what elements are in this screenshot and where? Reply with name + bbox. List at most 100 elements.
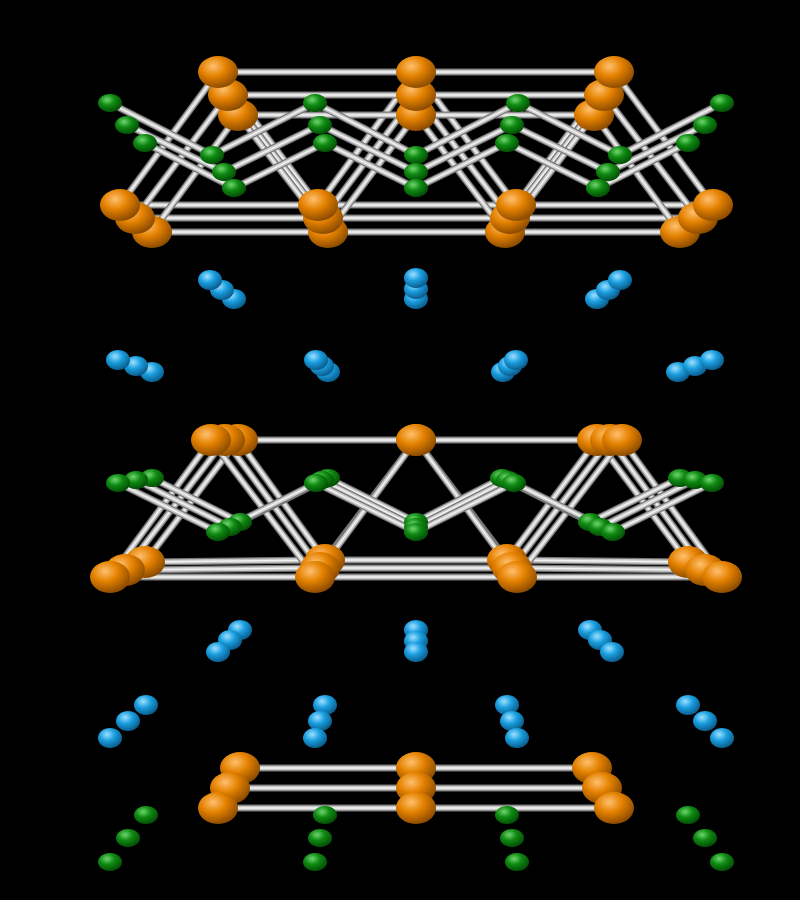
- bond: [117, 482, 219, 533]
- orange-atom: [100, 189, 140, 221]
- bond: [223, 124, 321, 173]
- green-atom: [693, 829, 717, 847]
- green-atom: [505, 853, 529, 871]
- green-atom: [608, 146, 632, 164]
- green-atom: [710, 94, 734, 112]
- bond: [415, 479, 509, 528]
- green-atom: [124, 471, 148, 489]
- bond: [119, 71, 219, 206]
- green-atom: [500, 829, 524, 847]
- blue-atom: [608, 270, 632, 290]
- bond: [603, 94, 699, 219]
- bond: [596, 439, 689, 563]
- bond: [319, 124, 417, 173]
- bond: [619, 102, 723, 156]
- green-atom: [304, 474, 328, 492]
- green-atom: [313, 134, 337, 152]
- orange-atom: [602, 424, 642, 456]
- bond: [415, 124, 513, 173]
- blue-atom: [600, 642, 624, 662]
- green-atom: [98, 94, 122, 112]
- green-atom: [308, 829, 332, 847]
- orange-atom: [90, 561, 130, 593]
- bond: [327, 114, 417, 233]
- green-atom: [693, 116, 717, 134]
- green-atom: [506, 94, 530, 112]
- orange-atom: [191, 424, 231, 456]
- green-atom: [222, 179, 246, 197]
- green-atom: [404, 146, 428, 164]
- blue-atom: [134, 695, 158, 715]
- green-atom: [586, 179, 610, 197]
- orange-atom: [198, 56, 238, 88]
- bond: [233, 142, 326, 189]
- green-atom: [98, 853, 122, 871]
- blue-atom: [198, 270, 222, 290]
- blue-atom: [710, 728, 734, 748]
- blue-atom: [116, 711, 140, 731]
- blue-atom: [404, 642, 428, 662]
- green-atom: [404, 179, 428, 197]
- green-atom: [596, 163, 620, 181]
- green-atom: [404, 163, 428, 181]
- bond: [607, 124, 706, 173]
- green-atom: [601, 523, 625, 541]
- bond: [151, 114, 239, 233]
- green-atom: [134, 806, 158, 824]
- green-atom: [710, 853, 734, 871]
- bond: [327, 477, 417, 523]
- bond: [593, 114, 681, 233]
- green-atom: [313, 806, 337, 824]
- orange-atom: [295, 561, 335, 593]
- blue-atom: [693, 711, 717, 731]
- bond: [134, 94, 229, 219]
- bond: [517, 102, 621, 156]
- blue-atom: [124, 356, 148, 376]
- blue-atom: [504, 350, 528, 370]
- green-atom: [700, 474, 724, 492]
- green-atom: [676, 806, 700, 824]
- green-atom: [303, 94, 327, 112]
- green-atom: [106, 474, 130, 492]
- bond: [613, 71, 714, 206]
- blue-atom: [304, 350, 328, 370]
- green-atom: [115, 116, 139, 134]
- green-atom: [303, 853, 327, 871]
- bond: [144, 142, 235, 189]
- blue-atom: [313, 695, 337, 715]
- orange-atom: [396, 424, 436, 456]
- bond: [599, 479, 696, 528]
- bond: [324, 142, 417, 189]
- blue-atom: [500, 711, 524, 731]
- green-atom: [495, 134, 519, 152]
- orange-atom: [396, 79, 436, 111]
- orange-atom: [298, 189, 338, 221]
- blue-atom: [495, 695, 519, 715]
- orange-atom: [396, 792, 436, 824]
- orange-atom: [198, 792, 238, 824]
- bonds: [106, 68, 726, 812]
- bond: [321, 479, 417, 528]
- green-atom: [495, 806, 519, 824]
- green-atom: [404, 523, 428, 541]
- green-atom: [212, 163, 236, 181]
- bond: [415, 102, 519, 156]
- bond: [315, 482, 417, 533]
- green-atom: [116, 829, 140, 847]
- green-atom: [502, 474, 526, 492]
- orange-atom: [702, 561, 742, 593]
- bond: [135, 479, 231, 528]
- orange-atom: [396, 56, 436, 88]
- bond: [506, 142, 599, 189]
- atoms: [90, 56, 742, 871]
- bond: [511, 124, 609, 173]
- bond: [109, 102, 213, 156]
- bond: [151, 477, 241, 523]
- green-atom: [676, 134, 700, 152]
- bond: [314, 102, 417, 156]
- green-atom: [206, 523, 230, 541]
- green-atom: [200, 146, 224, 164]
- green-atom: [500, 116, 524, 134]
- blue-atom: [303, 728, 327, 748]
